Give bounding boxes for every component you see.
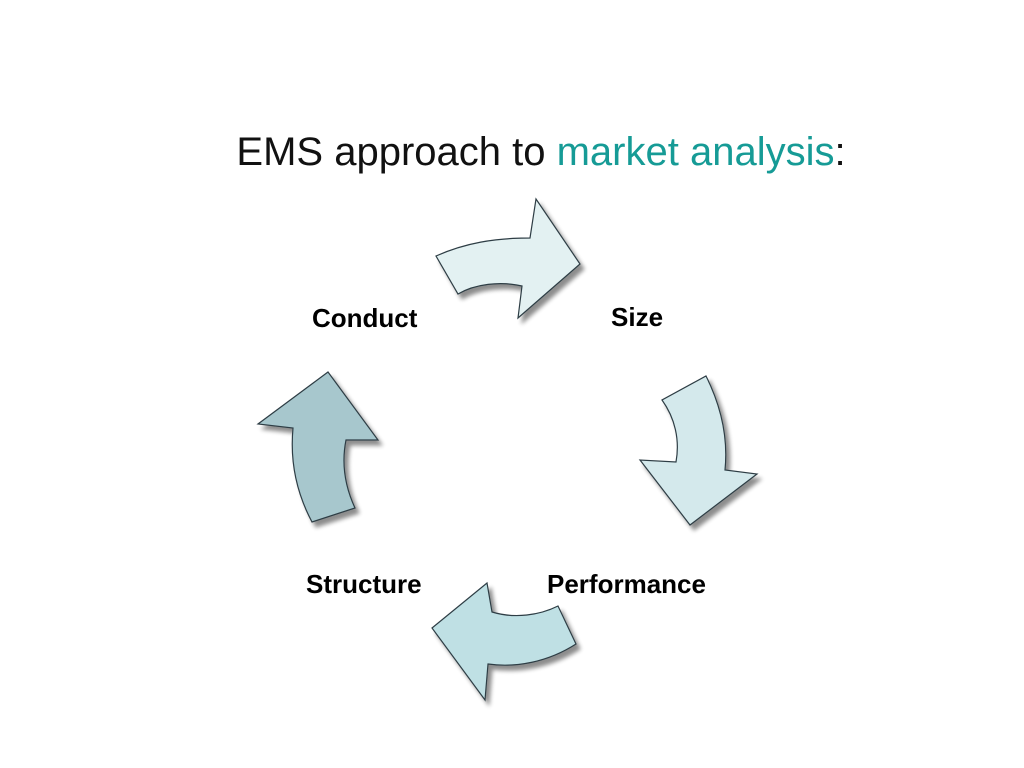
arrow-size-to-performance [638,375,759,526]
arrow-performance-to-structure [431,581,577,702]
title-accent: market analysis [556,130,835,174]
slide-title: EMS approach to market analysis: [0,126,1024,178]
node-conduct: Conduct [312,303,418,333]
node-size: Size [611,302,664,332]
node-structure: Structure [306,569,422,599]
arrow-conduct-to-size [435,197,581,320]
arrow-structure-to-conduct [256,371,380,523]
title-suffix: : [834,130,846,174]
title-prefix: EMS approach to [236,130,557,174]
node-performance: Performance [547,569,706,599]
